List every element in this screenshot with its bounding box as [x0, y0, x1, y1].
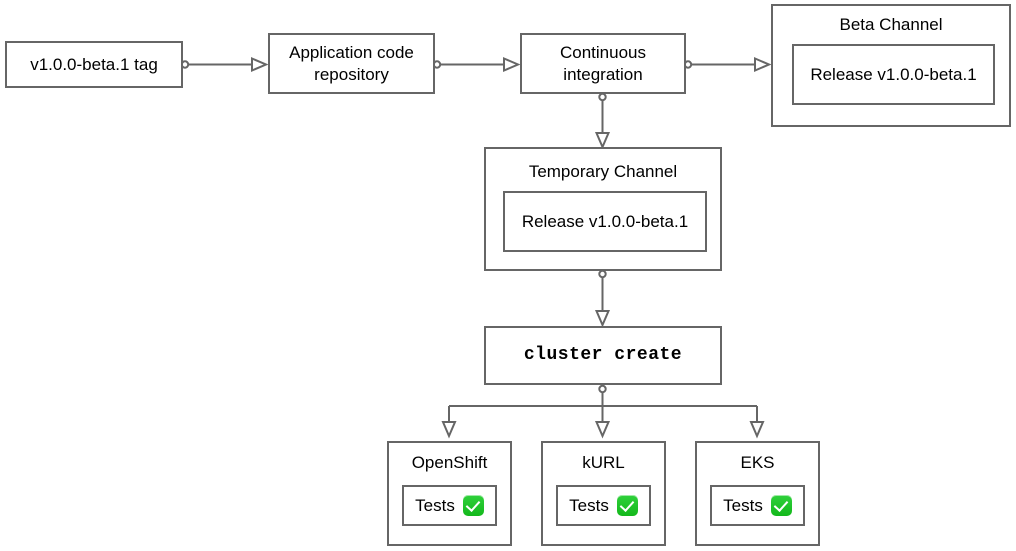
- container-temporary-channel[interactable]: Temporary Channel Release v1.0.0-beta.1: [484, 147, 722, 271]
- platform-eks-tests-box[interactable]: Tests: [710, 485, 805, 526]
- platform-eks-title: EKS: [740, 453, 775, 472]
- green-check-icon: [462, 495, 484, 516]
- green-check-icon: [616, 495, 638, 516]
- platform-eks-tests-label: Tests: [723, 495, 763, 515]
- edge-tag-to-repo: [180, 56, 269, 73]
- edge-repo-to-ci: [432, 56, 521, 73]
- beta-channel-release-box[interactable]: Release v1.0.0-beta.1: [792, 44, 995, 105]
- temporary-channel-release-label: Release v1.0.0-beta.1: [521, 211, 689, 231]
- platform-openshift-tests-label: Tests: [415, 495, 455, 515]
- platform-kurl-tests-box[interactable]: Tests: [556, 485, 651, 526]
- container-platform-kurl[interactable]: kURL Tests: [541, 441, 666, 546]
- node-continuous-integration[interactable]: Continuous integration: [520, 33, 686, 94]
- container-platform-openshift[interactable]: OpenShift Tests: [387, 441, 512, 546]
- platform-openshift-tests-box[interactable]: Tests: [402, 485, 497, 526]
- container-platform-eks[interactable]: EKS Tests: [695, 441, 820, 546]
- green-check-icon: [770, 495, 792, 516]
- temporary-channel-release-box[interactable]: Release v1.0.0-beta.1: [503, 191, 707, 252]
- platform-kurl-tests-label: Tests: [569, 495, 609, 515]
- node-application-code-repository[interactable]: Application code repository: [268, 33, 435, 94]
- beta-channel-title: Beta Channel: [839, 15, 943, 34]
- platform-openshift-title: OpenShift: [411, 453, 488, 472]
- beta-channel-release-label: Release v1.0.0-beta.1: [810, 64, 977, 84]
- edge-ci-to-temporary-channel: [594, 92, 611, 150]
- edge-ci-to-beta-channel: [683, 56, 772, 73]
- edge-temporary-channel-to-cluster-create: [594, 269, 611, 328]
- temporary-channel-title: Temporary Channel: [528, 162, 678, 181]
- node-tag[interactable]: v1.0.0-beta.1 tag: [5, 41, 183, 88]
- platform-kurl-title: kURL: [582, 453, 625, 472]
- edge-cluster-create-fanout: [441, 384, 765, 439]
- container-beta-channel[interactable]: Beta Channel Release v1.0.0-beta.1: [771, 4, 1011, 127]
- node-cluster-create[interactable]: cluster create: [484, 326, 722, 385]
